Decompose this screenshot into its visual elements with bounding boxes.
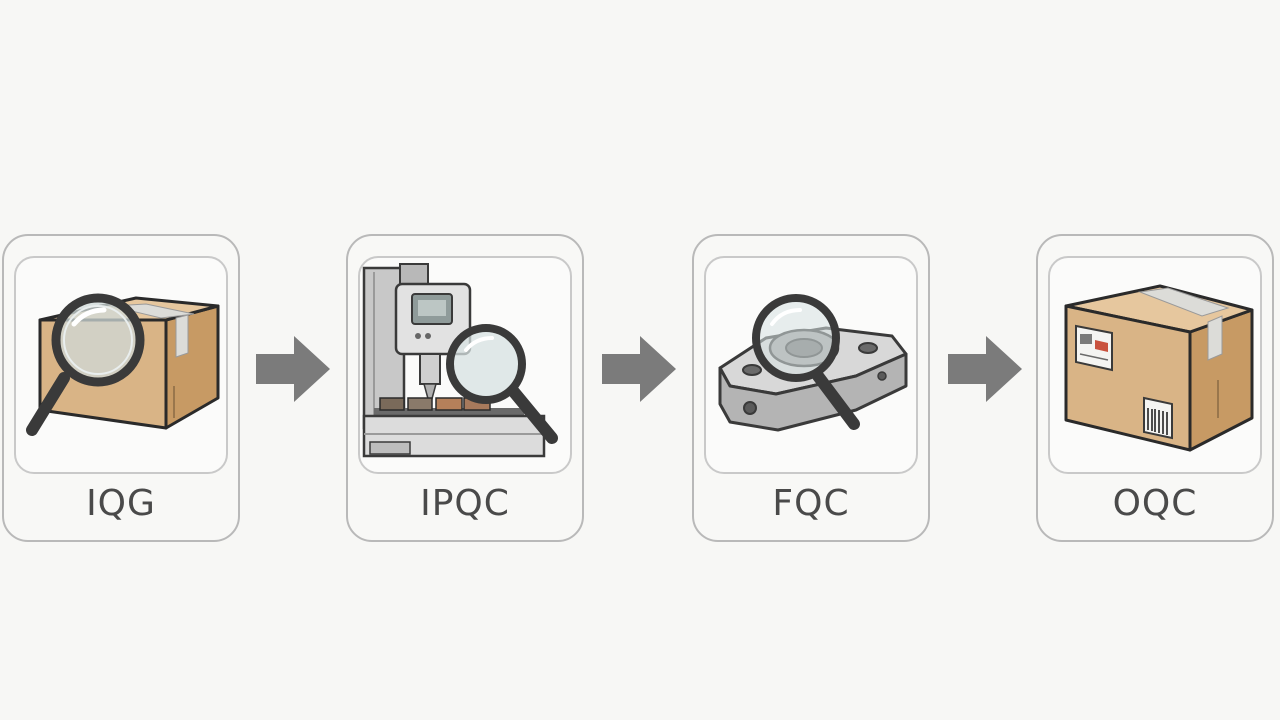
step-illustration-iqg xyxy=(14,256,228,474)
arrow-right-icon xyxy=(256,336,330,402)
step-illustration-oqc xyxy=(1048,256,1262,474)
box-magnifier-icon xyxy=(26,293,220,436)
step-illustration-ipqc xyxy=(358,256,572,474)
step-card-iqg: IQG xyxy=(2,234,240,542)
arrow-right-icon xyxy=(602,336,676,402)
part-magnifier-icon xyxy=(718,294,908,432)
step-label: IPQC xyxy=(420,483,510,524)
step-card-ipqc: IPQC xyxy=(346,234,584,542)
machine-magnifier-icon xyxy=(362,263,558,458)
step-label: FQC xyxy=(772,483,850,524)
step-card-fqc: FQC xyxy=(692,234,930,542)
step-illustration-fqc xyxy=(704,256,918,474)
shipping-box-icon xyxy=(1064,284,1254,452)
arrow-right-icon xyxy=(948,336,1022,402)
step-card-oqc: OQC xyxy=(1036,234,1274,542)
step-label: OQC xyxy=(1112,483,1198,524)
step-label: IQG xyxy=(86,483,156,524)
